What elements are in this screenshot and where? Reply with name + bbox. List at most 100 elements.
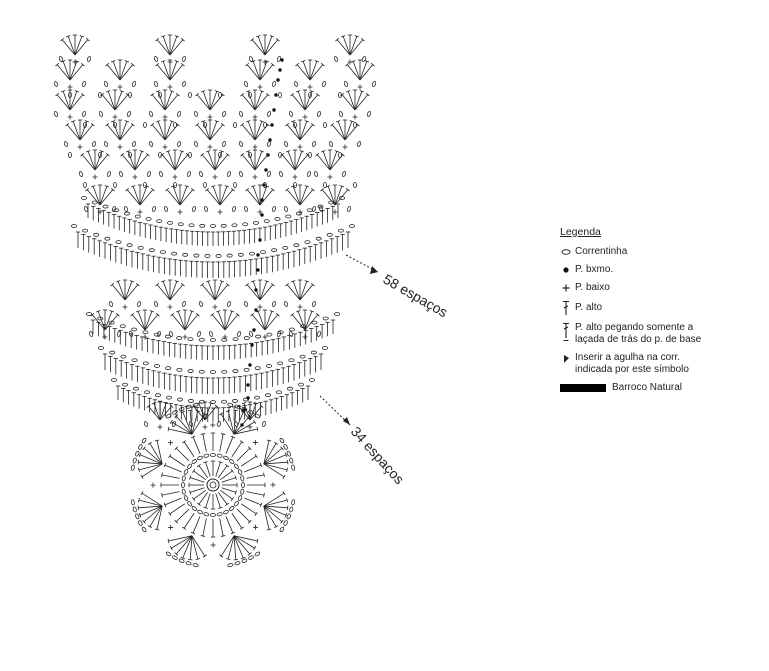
chain-stitch — [286, 513, 291, 520]
stitch-top-bar — [150, 187, 155, 192]
stitch-top-bar — [80, 152, 85, 157]
double-crochet-stitch — [219, 518, 224, 537]
double-crochet-stitch — [138, 499, 163, 507]
chain-stitch — [306, 171, 312, 177]
double-crochet-stitch — [144, 314, 159, 331]
stitch-top-bar — [129, 280, 135, 283]
chain-stitch — [283, 520, 288, 526]
single-crochet-stitch — [72, 59, 78, 65]
stitch-top-bar — [144, 185, 150, 188]
double-crochet-stitch — [171, 535, 193, 549]
chain-stitch — [88, 331, 94, 337]
chain-stitch — [240, 488, 245, 495]
single-crochet-stitch — [257, 304, 263, 310]
slip-stitch — [266, 153, 270, 157]
double-crochet-stitch — [263, 505, 287, 516]
stitch-top-bar — [225, 502, 230, 507]
chain-stitch — [237, 469, 243, 475]
single-crochet-stitch — [150, 482, 156, 488]
chain-stitch — [165, 395, 172, 400]
chain-stitch — [138, 444, 143, 450]
chain-stitch — [255, 334, 262, 339]
chain-stitch — [135, 513, 140, 520]
chain-stitch — [132, 506, 137, 513]
chain-stitch — [209, 224, 216, 228]
single-crochet-stitch — [67, 84, 73, 90]
chain-stitch — [231, 223, 238, 228]
chain-stitch — [234, 561, 241, 566]
stitch-top-bar — [184, 185, 190, 188]
stitch-top-bar — [200, 90, 206, 93]
stitch-top-bar — [236, 404, 241, 408]
double-crochet-stitch — [231, 513, 243, 529]
double-crochet-stitch — [263, 499, 288, 507]
chain-stitch — [187, 463, 192, 469]
stitch-top-bar — [315, 92, 320, 97]
chain-stitch — [238, 141, 244, 147]
stitch-top-bar — [169, 90, 175, 93]
double-crochet-stitch — [92, 186, 101, 206]
stitch-top-bar — [282, 474, 286, 479]
double-crochet-stitch — [309, 64, 324, 81]
single-crochet-stitch — [97, 209, 103, 215]
chain-stitch — [286, 450, 291, 457]
double-crochet-stitch — [144, 311, 153, 331]
slip-stitch — [270, 123, 274, 127]
stitch-top-bar — [359, 90, 365, 93]
slip-stitch — [256, 268, 260, 272]
chain-stitch — [171, 421, 177, 427]
double-crochet-stitch — [156, 440, 163, 465]
chain-stitch — [113, 208, 120, 213]
double-crochet-stitch — [227, 535, 235, 560]
chain-stitch — [275, 390, 282, 395]
chain-stitch-icon — [560, 246, 572, 258]
double-crochet-stitch — [139, 454, 163, 465]
double-crochet-stitch — [215, 493, 221, 508]
chain-stitch — [141, 437, 147, 444]
double-crochet-stitch — [263, 463, 288, 471]
chain-stitch — [218, 151, 222, 158]
stitch-top-bar — [259, 150, 265, 153]
double-crochet-stitch — [214, 284, 229, 301]
double-crochet-stitch — [175, 535, 193, 555]
stitch-top-bar — [250, 37, 255, 42]
chain-stitch — [98, 92, 102, 99]
chain-stitch — [311, 141, 317, 147]
chain-stitch — [288, 331, 294, 337]
chain-stitch — [218, 91, 222, 98]
double-crochet-stitch — [286, 189, 301, 206]
double-crochet-stitch — [114, 91, 123, 111]
stitch-top-bar — [109, 310, 115, 313]
double-crochet-stitch — [167, 151, 176, 171]
stitch-top-bar — [190, 187, 195, 192]
chain-stitch — [198, 369, 205, 374]
stitch-top-bar — [245, 187, 250, 192]
double-crochet-stitch — [263, 505, 288, 509]
legend-label: Correntinha — [575, 246, 628, 257]
single-crochet-stitch — [342, 144, 348, 150]
chain-stitch — [143, 181, 147, 188]
stitch-top-bar — [205, 187, 210, 192]
chain-stitch — [187, 369, 194, 373]
chain-stitch — [234, 501, 239, 507]
stitch-top-bar — [174, 280, 180, 283]
chain-stitch — [168, 331, 174, 337]
stitch-top-bar — [124, 60, 130, 63]
double-crochet-stitch — [114, 94, 129, 111]
stitch-top-bar — [65, 122, 70, 127]
chain-stitch — [197, 455, 203, 461]
stitch-top-bar — [285, 282, 290, 287]
double-crochet-stitch — [331, 124, 346, 141]
chain-stitch — [131, 141, 137, 147]
legend-label: Inserir a agulha na corr. indicada por e… — [575, 352, 689, 375]
stitch-top-bar — [60, 37, 65, 42]
double-crochet-stitch — [214, 281, 223, 301]
double-crochet-stitch — [205, 493, 211, 508]
chain-stitch — [223, 509, 229, 515]
single-crochet-stitch — [122, 304, 128, 310]
chain-stitch — [193, 111, 199, 117]
slip-stitch — [258, 238, 262, 242]
chain-stitch — [260, 250, 267, 255]
chain-stitch — [283, 206, 289, 212]
stitch-top-bar — [241, 401, 247, 405]
